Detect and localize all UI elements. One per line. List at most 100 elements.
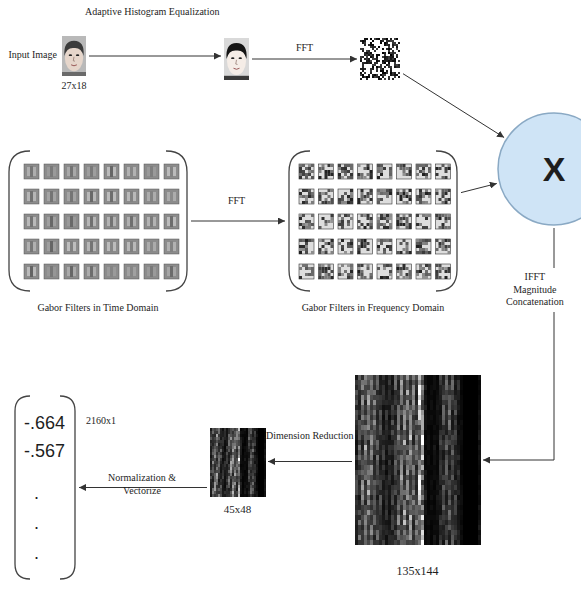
feature-pixel [373, 530, 376, 535]
feature-pixel [433, 490, 436, 495]
feature-pixel [442, 475, 445, 480]
gabor-spectrum-pixel [439, 267, 442, 270]
feature-pixel [403, 520, 406, 525]
feature-pixel [415, 515, 418, 520]
feature-pixel [385, 410, 388, 415]
feature-pixel [439, 505, 442, 510]
feature-pixel [412, 485, 415, 490]
feature-pixel [397, 465, 400, 470]
gabor-spectrum-pixel [406, 267, 409, 270]
feature-pixel [412, 490, 415, 495]
operator-symbol: X [497, 152, 581, 186]
feature-pixel [418, 540, 421, 545]
feature-pixel [412, 510, 415, 515]
feature-pixel [382, 375, 385, 380]
feature-pixel [418, 440, 421, 445]
feature-pixel [391, 530, 394, 535]
gabor-spectrum-pixel [364, 167, 367, 170]
gabor-spectrum-pixel [445, 226, 448, 229]
gabor-kernel [144, 264, 159, 279]
feature-pixel [409, 515, 412, 520]
gabor-kernel-stripe [150, 241, 153, 252]
gabor-spectrum-pixel [328, 164, 331, 167]
gabor-spectrum-pixel [328, 273, 331, 276]
feature-pixel [439, 400, 442, 405]
feature-pixel [367, 415, 370, 420]
spectrum-pixel [370, 44, 372, 46]
feature-pixel [409, 380, 412, 385]
gabor-spectrum-pixel [439, 245, 442, 248]
gabor-spectrum-pixel [305, 248, 308, 251]
gabor-spectrum-pixel [331, 245, 334, 248]
feature-pixel [382, 445, 385, 450]
feature-pixel [418, 375, 421, 380]
feature-pixel [364, 505, 367, 510]
gabor-spectrum-pixel [439, 270, 442, 273]
gabor-spectrum-pixel [419, 248, 422, 251]
feature-pixel [364, 415, 367, 420]
feature-pixel [388, 385, 391, 390]
feature-pixel [364, 420, 367, 425]
spectrum-pixel [380, 68, 382, 70]
feature-pixel [403, 435, 406, 440]
gabor-spectrum-pixel [406, 242, 409, 245]
gabor-kernel-center [87, 167, 96, 176]
spectrum-pixel [392, 56, 394, 58]
gabor-spectrum-pixel [308, 170, 311, 173]
gabor-kernel [124, 239, 139, 254]
feature-pixel [355, 450, 358, 455]
gabor-spectrum-pixel [350, 242, 353, 245]
gabor-spectrum [416, 164, 431, 179]
feature-pixel [406, 425, 409, 430]
feature-pixel [424, 490, 427, 495]
feature-pixel [394, 395, 397, 400]
feature-pixel [412, 530, 415, 535]
feature-pixel [388, 485, 391, 490]
gabor-kernel-center [107, 267, 116, 276]
feature-pixel [394, 375, 397, 380]
feature-pixel [361, 505, 364, 510]
gabor-spectrum-pixel [358, 201, 361, 204]
feature-pixel [400, 470, 403, 475]
gabor-spectrum-pixel [347, 195, 350, 198]
gabor-kernel [124, 264, 139, 279]
gabor-spectrum-pixel [419, 270, 422, 273]
gabor-spectrum-pixel [325, 192, 328, 195]
gabor-spectrum-pixel [380, 167, 383, 170]
feature-pixel [385, 395, 388, 400]
feature-pixel [418, 465, 421, 470]
feature-pixel [391, 465, 394, 470]
gabor-kernel-stripe [50, 191, 53, 202]
feature-pixel [373, 505, 376, 510]
gabor-spectrum-pixel [386, 276, 389, 279]
feature-pixel [430, 495, 433, 500]
feature-pixel [355, 535, 358, 540]
feature-pixel [367, 405, 370, 410]
feature-pixel [406, 515, 409, 520]
eye [76, 54, 79, 56]
gabor-spectrum-pixel [397, 164, 400, 167]
feature-pixel [436, 465, 439, 470]
gabor-spectrum-pixel [361, 273, 364, 276]
feature-pixel [391, 500, 394, 505]
feature-pixel [361, 395, 364, 400]
feature-pixel [361, 500, 364, 505]
feature-pixel [379, 535, 382, 540]
gabor-spectrum-pixel [331, 173, 334, 176]
spectrum-pixel [374, 74, 376, 76]
feature-pixel [439, 445, 442, 450]
feature-pixel [370, 505, 373, 510]
feature-pixel [376, 465, 379, 470]
feature-pixel [409, 530, 412, 535]
gabor-kernel-center [107, 192, 116, 201]
flow-arrow [191, 221, 285, 222]
gabor-kernel-center [27, 267, 36, 276]
feature-pixel [376, 470, 379, 475]
gabor-spectrum-pixel [416, 164, 419, 167]
feature-pixel [367, 425, 370, 430]
feature-pixel [439, 500, 442, 505]
spectrum-pixel [360, 60, 362, 62]
gabor-kernel-center [127, 267, 136, 276]
feature-pixel [397, 460, 400, 465]
feature-pixel [394, 475, 397, 480]
